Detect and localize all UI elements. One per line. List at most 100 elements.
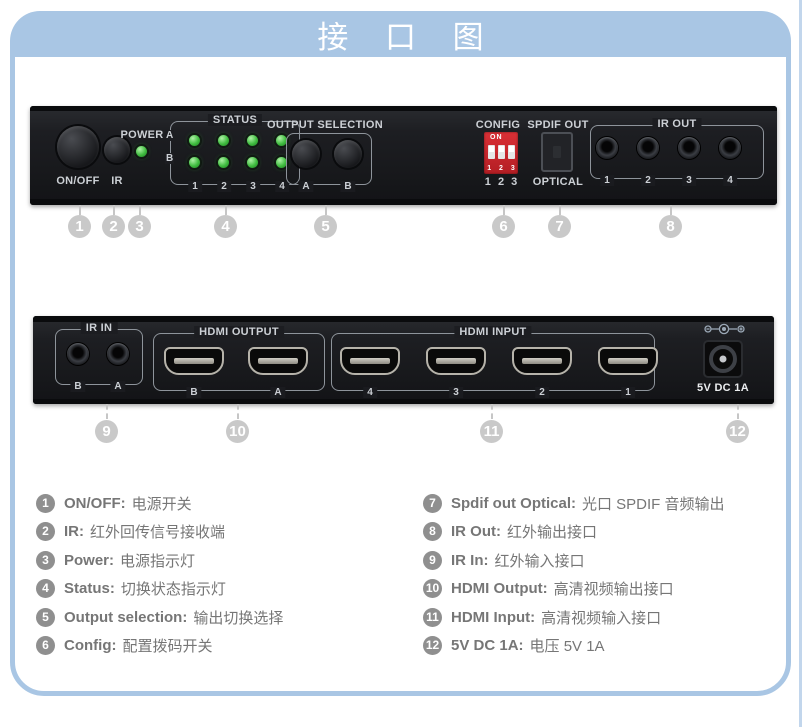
callout-8: 8 [659, 215, 682, 238]
front-panel-image: ON/OFF IR POWER STATUS A B 1 2 3 4 OUTPU… [30, 106, 777, 205]
legend-en-label: ON/OFF: [64, 494, 126, 512]
ir-in-group: IR IN B A [55, 322, 143, 392]
legend-en-label: 5V DC 1A: [451, 637, 524, 655]
legend-number-badge: 10 [423, 579, 442, 599]
hdmi-pin-strip [350, 358, 390, 364]
config-label: CONFIG [475, 119, 521, 131]
ir-out-jack-1 [596, 137, 618, 159]
ir-out-4-label: 4 [723, 175, 737, 186]
legend-item: 4 Status: 切换状态指示灯 [36, 575, 283, 604]
hdmi-output-label: HDMI OUTPUT [194, 326, 284, 338]
back-panel-image: IR IN B A HDMI OUTPUT B A HDMI INPUT 4 3… [33, 316, 774, 404]
status-col-4-label: 4 [275, 181, 289, 192]
legend-zh-label: 电源开关 [131, 495, 192, 513]
hdmi-pin-strip [522, 358, 562, 364]
dip-numbers: 1 2 3 [487, 165, 518, 172]
optical-label: OPTICAL [532, 176, 584, 188]
hdmi-input-port-2 [512, 347, 572, 375]
status-col-1-label: 1 [188, 181, 202, 192]
callout-line [106, 404, 108, 419]
hdmi-output-group: HDMI OUTPUT B A [153, 326, 325, 398]
legend-item: 1 ON/OFF: 电源开关 [36, 489, 283, 518]
hdmi-input-1-label: 1 [621, 387, 635, 398]
output-a-button [292, 140, 320, 168]
legend-zh-label: 红外回传信号接收端 [90, 524, 226, 542]
legend-en-label: HDMI Input: [451, 608, 536, 626]
legend-item: 9 IR In: 红外输入接口 [423, 546, 725, 575]
callout-line [139, 205, 141, 215]
legend-item: 8 IR Out: 红外输出接口 [423, 518, 725, 547]
ir-out-label: IR OUT [652, 118, 702, 130]
status-led [218, 135, 229, 146]
legend-number-badge: 2 [36, 522, 55, 542]
legend-item: 2 IR: 红外回传信号接收端 [36, 518, 283, 547]
config-dip-switch: ON 1 2 3 [484, 132, 518, 174]
status-led [218, 157, 229, 168]
hdmi-pin-strip [258, 358, 298, 364]
legend-zh-label: 红外输入接口 [494, 552, 585, 570]
back-panel-bottom-edge [33, 399, 774, 404]
status-led [276, 135, 287, 146]
ir-in-b-label: B [70, 381, 86, 392]
ir-in-jack-b [67, 343, 89, 365]
callout-7: 7 [548, 215, 571, 238]
legend-en-label: Status: [64, 580, 115, 598]
status-led [276, 157, 287, 168]
hdmi-input-group: HDMI INPUT 4 3 2 1 [331, 326, 658, 398]
output-b-button [334, 140, 362, 168]
dip-lever-2 [498, 145, 505, 159]
legend-item: 7 Spdif out Optical: 光口 SPDIF 音频输出 [423, 489, 725, 518]
status-led [247, 135, 258, 146]
callout-line [559, 205, 561, 215]
legend-number-badge: 3 [36, 550, 55, 570]
legend-zh-label: 高清视频输出接口 [553, 581, 674, 599]
output-selection-group: A B [286, 133, 372, 192]
legend-left-column: 1 ON/OFF: 电源开关 2 IR: 红外回传信号接收端 3 Power: … [36, 489, 283, 660]
ir-receiver-button [104, 137, 130, 163]
ir-out-jack-2 [637, 137, 659, 159]
hdmi-pin-strip [436, 358, 476, 364]
callout-line [237, 404, 239, 419]
callout-9: 9 [95, 420, 118, 443]
output-a-label: A [298, 181, 314, 192]
hdmi-input-3-label: 3 [449, 387, 463, 398]
optical-window [547, 138, 567, 166]
legend-zh-label: 输出切换选择 [193, 609, 284, 627]
callout-4: 4 [214, 215, 237, 238]
ir-out-1-label: 1 [600, 175, 614, 186]
callout-line [503, 205, 505, 215]
front-panel-bottom-edge [30, 199, 777, 205]
callout-line [670, 205, 672, 215]
legend-item: 12 5V DC 1A: 电压 5V 1A [423, 632, 725, 661]
ir-label: IR [111, 175, 123, 187]
hdmi-output-port-b [164, 347, 224, 375]
ir-in-jack-a [107, 343, 129, 365]
hdmi-input-port-1 [598, 347, 658, 375]
legend-en-label: Spdif out Optical: [451, 494, 576, 512]
ir-in-a-label: A [110, 381, 126, 392]
legend-en-label: IR In: [451, 551, 489, 569]
on-off-button [57, 126, 99, 168]
legend-zh-label: 切换状态指示灯 [120, 581, 226, 599]
dip-on-label: ON [490, 134, 503, 141]
right-edge-line [799, 0, 802, 727]
legend-number-badge: 4 [36, 579, 55, 599]
callout-line [737, 404, 739, 419]
callout-line [79, 205, 81, 215]
status-row-a-label: A [165, 130, 175, 141]
legend-zh-label: 电压 5V 1A [529, 638, 605, 656]
legend-item: 10 HDMI Output: 高清视频输出接口 [423, 575, 725, 604]
title-banner: 接 口 图 [10, 11, 791, 57]
legend-item: 11 HDMI Input: 高清视频输入接口 [423, 603, 725, 632]
callout-2: 2 [102, 215, 125, 238]
legend-zh-label: 光口 SPDIF 音频输出 [582, 495, 725, 513]
spdif-optical-port [541, 132, 573, 172]
callout-12: 12 [726, 420, 749, 443]
legend-number-badge: 6 [36, 636, 55, 656]
status-led [247, 157, 258, 168]
hdmi-output-a-label: A [270, 387, 286, 398]
ir-out-group: IR OUT 1 2 3 4 [590, 118, 764, 186]
output-b-label: B [340, 181, 356, 192]
hdmi-input-2-label: 2 [535, 387, 549, 398]
